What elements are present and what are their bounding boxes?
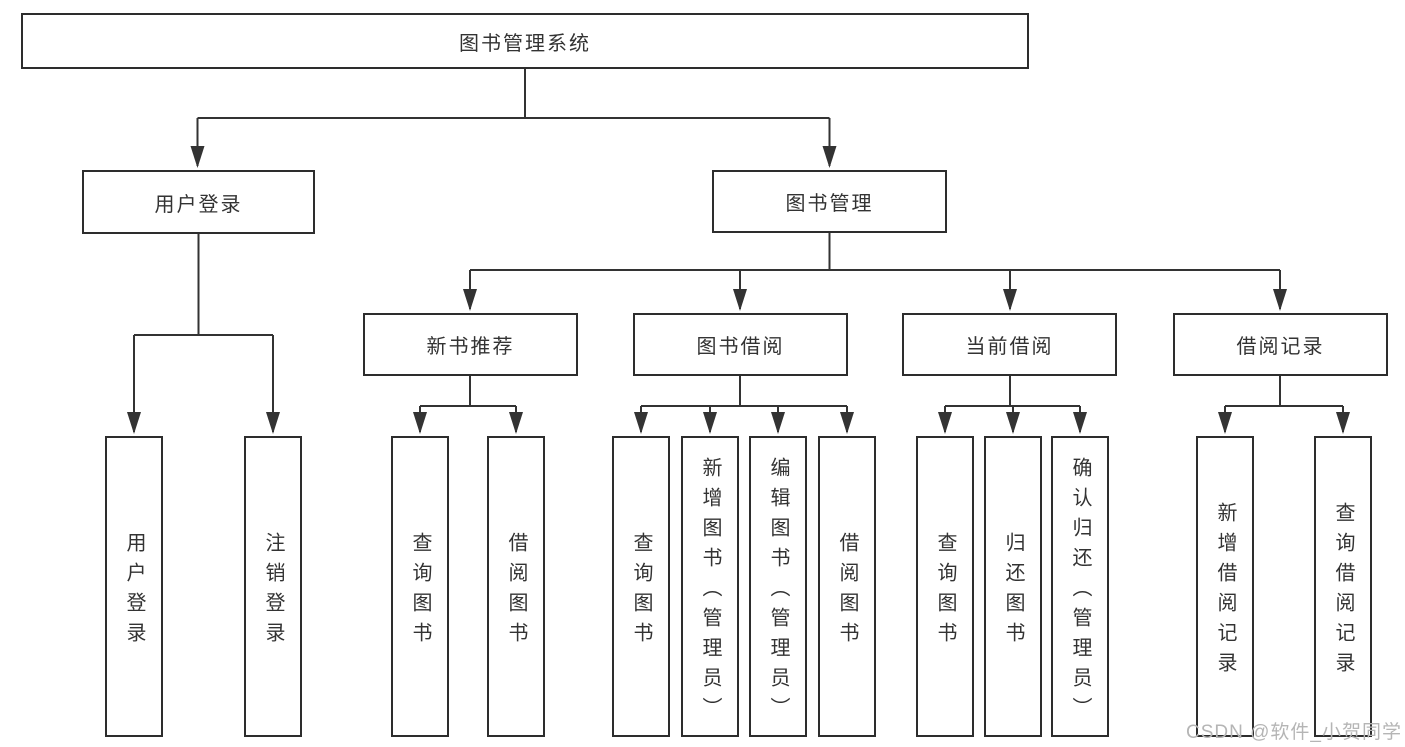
node-query-borrow-record-label: 查询借阅记录 [1332,501,1354,682]
node-user-login-leaf-label: 用户登录 [123,531,145,652]
node-query-books-recommend: 查询图书 [391,436,449,737]
node-confirm-return-admin-label: 确认归还（管理员） [1069,456,1091,727]
node-current-borrowing: 当前借阅 [902,313,1117,376]
node-logout-leaf: 注销登录 [244,436,302,737]
node-book-management-label: 图书管理 [785,193,874,215]
node-new-book-recommend: 新书推荐 [363,313,578,376]
node-current-borrowing-label: 当前借阅 [965,336,1054,358]
node-root-label: 图书管理系统 [459,32,591,55]
node-user-login-label: 用户登录 [154,193,243,216]
node-query-books-current-label: 查询图书 [934,531,956,652]
node-new-book-recommend-label: 新书推荐 [426,336,515,358]
node-add-book-admin: 新增图书（管理员） [681,436,739,737]
node-add-borrow-record-label: 新增借阅记录 [1214,501,1236,682]
node-borrow-books-borrowing: 借阅图书 [818,436,876,737]
node-add-borrow-record: 新增借阅记录 [1196,436,1254,737]
node-confirm-return-admin: 确认归还（管理员） [1051,436,1109,737]
node-book-management: 图书管理 [712,170,947,233]
connector-trunks [134,69,1343,407]
node-add-book-admin-label: 新增图书（管理员） [699,456,721,727]
node-edit-book-admin-label: 编辑图书（管理员） [767,456,789,727]
node-query-books-borrowing-label: 查询图书 [630,531,652,652]
node-borrowing-records: 借阅记录 [1173,313,1388,376]
node-borrow-books-borrowing-label: 借阅图书 [836,531,858,652]
node-edit-book-admin: 编辑图书（管理员） [749,436,807,737]
node-query-books-borrowing: 查询图书 [612,436,670,737]
watermark: CSDN @软件_小贺同学 [1186,722,1402,743]
node-return-books: 归还图书 [984,436,1042,737]
node-user-login: 用户登录 [82,170,315,234]
node-query-borrow-record: 查询借阅记录 [1314,436,1372,737]
node-user-login-leaf: 用户登录 [105,436,163,737]
node-query-books-current: 查询图书 [916,436,974,737]
node-borrow-books-recommend-label: 借阅图书 [505,531,527,652]
node-book-borrowing: 图书借阅 [633,313,848,376]
node-book-borrowing-label: 图书借阅 [696,336,785,358]
node-query-books-recommend-label: 查询图书 [409,531,431,652]
node-logout-leaf-label: 注销登录 [262,531,284,652]
node-borrowing-records-label: 借阅记录 [1236,336,1325,358]
node-root: 图书管理系统 [21,13,1029,69]
node-return-books-label: 归还图书 [1002,531,1024,652]
node-borrow-books-recommend: 借阅图书 [487,436,545,737]
